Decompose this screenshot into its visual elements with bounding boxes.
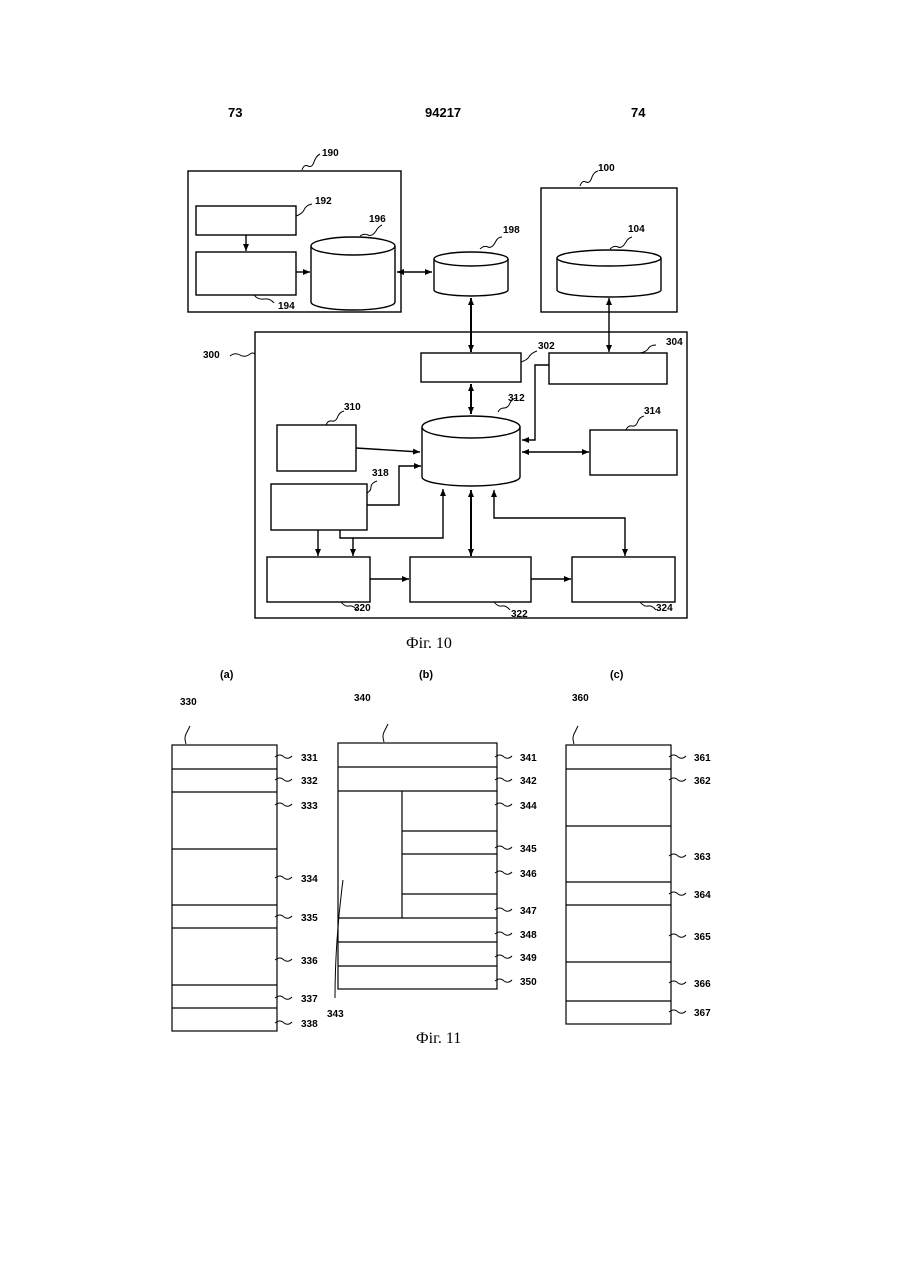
label-343: 343	[327, 1009, 344, 1020]
label-194: 194	[278, 301, 295, 312]
label-342: 342	[520, 776, 537, 787]
label-300: 300	[203, 350, 220, 361]
label-332: 332	[301, 776, 318, 787]
figure-10-caption: Фіг. 10	[406, 635, 452, 653]
label-104: 104	[628, 224, 645, 235]
label-365: 365	[694, 932, 711, 943]
table-360	[566, 745, 671, 1024]
subfigure-c-label: (c)	[610, 669, 623, 681]
label-192: 192	[315, 196, 332, 207]
label-349: 349	[520, 953, 537, 964]
label-344: 344	[520, 801, 537, 812]
fig10-connectors	[246, 235, 625, 579]
block-310	[277, 425, 356, 471]
database-198	[434, 252, 508, 296]
block-320	[267, 557, 370, 602]
block-190	[188, 171, 401, 312]
label-341: 341	[520, 753, 537, 764]
block-192	[196, 206, 296, 235]
label-366: 366	[694, 979, 711, 990]
label-340: 340	[354, 693, 371, 704]
block-304	[549, 353, 667, 384]
subfigure-a-label: (a)	[220, 669, 233, 681]
label-196: 196	[369, 214, 386, 225]
label-346: 346	[520, 869, 537, 880]
block-314	[590, 430, 677, 475]
label-360: 360	[572, 693, 589, 704]
database-312	[422, 416, 520, 486]
label-350: 350	[520, 977, 537, 988]
block-322	[410, 557, 531, 602]
database-104	[557, 250, 661, 297]
table-330	[172, 745, 277, 1031]
block-194	[196, 252, 296, 295]
label-335: 335	[301, 913, 318, 924]
label-190: 190	[322, 148, 339, 159]
subfigure-b-label: (b)	[419, 669, 433, 681]
label-363: 363	[694, 852, 711, 863]
label-302: 302	[538, 341, 555, 352]
label-334: 334	[301, 874, 318, 885]
label-361: 361	[694, 753, 711, 764]
label-310: 310	[344, 402, 361, 413]
table-340	[338, 743, 497, 989]
label-318: 318	[372, 468, 389, 479]
label-324: 324	[656, 603, 673, 614]
label-312: 312	[508, 393, 525, 404]
label-331: 331	[301, 753, 318, 764]
block-318	[271, 484, 367, 530]
label-347: 347	[520, 906, 537, 917]
label-314: 314	[644, 406, 661, 417]
label-362: 362	[694, 776, 711, 787]
figure-11-caption: Фіг. 11	[416, 1030, 461, 1048]
label-322: 322	[511, 609, 528, 620]
label-100: 100	[598, 163, 615, 174]
label-348: 348	[520, 930, 537, 941]
block-324	[572, 557, 675, 602]
label-333: 333	[301, 801, 318, 812]
label-336: 336	[301, 956, 318, 967]
label-320: 320	[354, 603, 371, 614]
label-304: 304	[666, 337, 683, 348]
label-338: 338	[301, 1019, 318, 1030]
label-198: 198	[503, 225, 520, 236]
label-367: 367	[694, 1008, 711, 1019]
label-337: 337	[301, 994, 318, 1005]
label-330: 330	[180, 697, 197, 708]
database-196	[311, 237, 395, 310]
label-364: 364	[694, 890, 711, 901]
block-302	[421, 353, 521, 382]
label-345: 345	[520, 844, 537, 855]
